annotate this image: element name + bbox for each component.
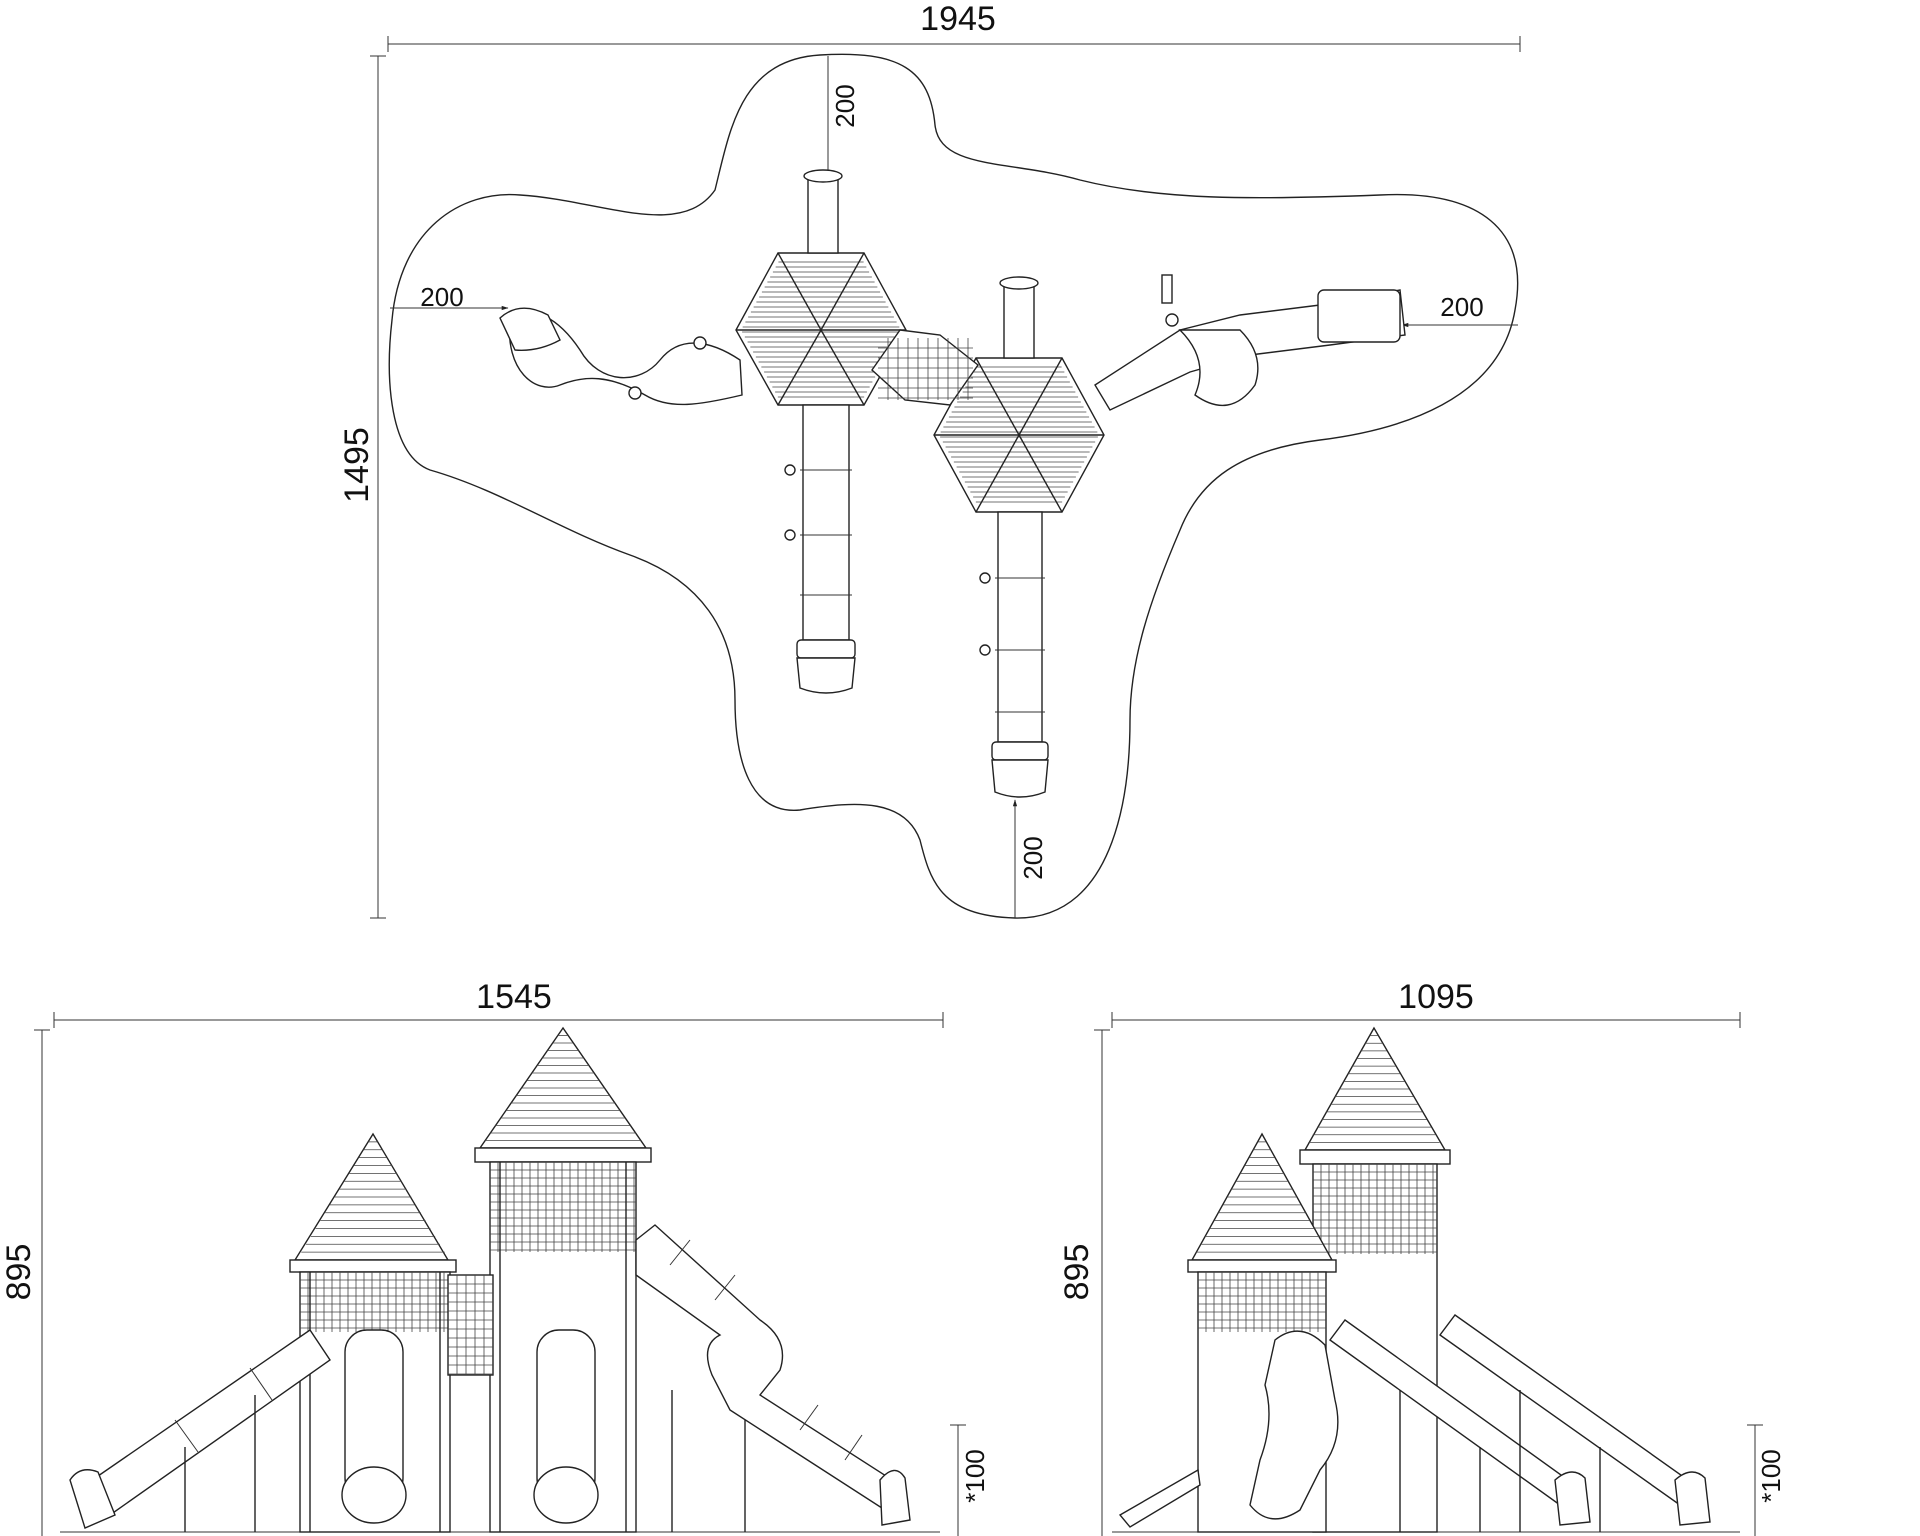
right-tube-slide-plan bbox=[979, 511, 1049, 798]
side-footing-dim bbox=[1747, 1424, 1763, 1536]
front-height-label: 895 bbox=[0, 1244, 38, 1301]
net-bridge-plan bbox=[871, 329, 979, 406]
right-chimney-plan bbox=[999, 276, 1039, 359]
side-straight-slide-1 bbox=[1329, 1319, 1591, 1532]
clearance-left-label: 200 bbox=[420, 282, 463, 312]
right-slide-plan bbox=[1094, 274, 1406, 411]
left-chimney-plan bbox=[803, 169, 843, 254]
plan-width-dimension-line bbox=[387, 36, 1521, 52]
front-net-bridge bbox=[447, 1274, 494, 1376]
front-height-dimension-line bbox=[34, 1029, 50, 1536]
plan-depth-label: 1495 bbox=[338, 427, 376, 503]
side-small-slide bbox=[1118, 1468, 1201, 1528]
front-left-slide bbox=[69, 1329, 331, 1532]
clearance-top-label: 200 bbox=[830, 84, 860, 127]
left-tower-roof-plan bbox=[735, 252, 907, 406]
plan-view: 1945 1495 200 200 200 200 bbox=[338, 0, 1521, 919]
clearance-bottom-label: 200 bbox=[1018, 836, 1048, 879]
side-height-label: 895 bbox=[1058, 1244, 1096, 1301]
front-footing-dim bbox=[950, 1424, 966, 1536]
side-width-dimension-line bbox=[1111, 1012, 1741, 1028]
front-small-tower bbox=[289, 1132, 457, 1533]
front-footing-label: *100 bbox=[960, 1449, 990, 1503]
safety-zone-outline bbox=[388, 53, 1519, 919]
side-footing-label: *100 bbox=[1756, 1449, 1786, 1503]
front-tube-slide-tall bbox=[533, 1329, 599, 1524]
side-view: 1095 895 *100 bbox=[1058, 978, 1786, 1536]
plan-width-label: 1945 bbox=[920, 0, 996, 38]
side-height-dimension-line bbox=[1094, 1029, 1110, 1536]
front-tube-slide-small bbox=[341, 1329, 407, 1524]
side-width-label: 1095 bbox=[1398, 978, 1474, 1016]
front-width-label: 1545 bbox=[476, 978, 552, 1016]
side-tall-tower bbox=[1299, 1026, 1451, 1533]
front-view: 1545 895 *100 bbox=[0, 978, 990, 1536]
side-straight-slide-2 bbox=[1439, 1314, 1711, 1532]
front-width-dimension-line bbox=[53, 1012, 944, 1028]
right-tower-roof-plan bbox=[933, 357, 1105, 513]
plan-depth-dimension-line bbox=[370, 55, 386, 919]
left-tube-slide-plan bbox=[784, 404, 856, 694]
clearance-right-label: 200 bbox=[1440, 292, 1483, 322]
side-spiral-slide bbox=[1249, 1330, 1339, 1520]
left-spiral-slide-plan bbox=[499, 307, 743, 406]
front-right-slide bbox=[635, 1224, 911, 1532]
